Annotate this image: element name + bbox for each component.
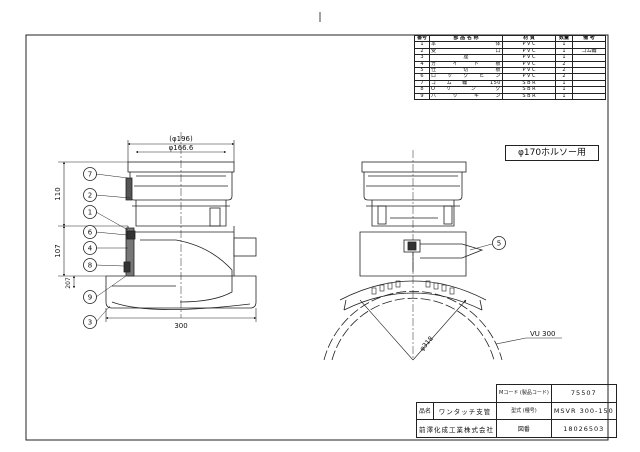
balloon-4: 4 <box>83 241 128 255</box>
left-balloons: 7 2 1 6 4 <box>83 167 131 329</box>
right-labels: φ318 VU 300 5 <box>418 236 562 353</box>
svg-text:4: 4 <box>88 245 93 253</box>
svg-text:VU 300: VU 300 <box>530 330 556 338</box>
product-name: ワンタッチ支管 <box>433 401 497 421</box>
left-dimension-labels: (φ196) φ166.6 110 107 207 300 <box>54 135 194 330</box>
name-label: 品名 <box>415 401 435 421</box>
left-section-view <box>105 132 257 318</box>
dim-top-outer: (φ196) <box>169 135 193 143</box>
svg-text:1: 1 <box>88 209 92 217</box>
svg-text:6: 6 <box>88 229 93 237</box>
pipe-label: VU 300 <box>495 330 562 345</box>
dim-top-inner: φ166.6 <box>169 144 194 152</box>
holsaw-note: φ170ホルソー用 <box>505 145 599 161</box>
balloon-1: 1 <box>83 205 129 231</box>
code-label: Mコード (製品コード) <box>496 384 552 403</box>
dim-width-base: 300 <box>174 322 187 330</box>
balloon-9: 9 <box>83 275 127 304</box>
balloon-8: 8 <box>83 258 125 272</box>
balloon-6: 6 <box>83 225 128 239</box>
dim-pipe-radius: φ318 <box>418 335 435 353</box>
dim-height-lower: 107 <box>54 244 62 257</box>
drawing-no-value: 18026503 <box>550 419 617 438</box>
balloon-5: 5 <box>469 236 506 251</box>
balloon-7: 7 <box>83 167 129 181</box>
model-value: MSVR 300-150 <box>550 401 617 421</box>
drawing-no-label: 図番 <box>496 419 552 438</box>
svg-text:2: 2 <box>88 192 92 200</box>
dim-height-base: 207 <box>65 277 72 289</box>
right-side-view <box>323 150 503 361</box>
balloon-2: 2 <box>83 188 131 202</box>
dim-height-upper: 110 <box>54 187 62 200</box>
svg-text:3: 3 <box>88 319 92 327</box>
code-value: 75507 <box>550 384 617 403</box>
svg-text:5: 5 <box>497 240 501 248</box>
title-block: Mコード (製品コード) 75507 品名 ワンタッチ支管 型式 (種号) MS… <box>415 384 617 438</box>
svg-text:9: 9 <box>88 294 92 302</box>
parts-table-header: 番号 部 品 名 称 材 質 数量 備 考 <box>414 34 606 43</box>
balloon-3: 3 <box>83 305 111 329</box>
svg-text:7: 7 <box>88 171 92 179</box>
header-note: 備 考 <box>572 34 606 43</box>
svg-text:8: 8 <box>88 262 92 270</box>
model-label: 型式 (種号) <box>496 401 552 421</box>
sheet-frame <box>25 34 609 441</box>
company-name: 前澤化成工業株式会社 <box>416 419 497 438</box>
